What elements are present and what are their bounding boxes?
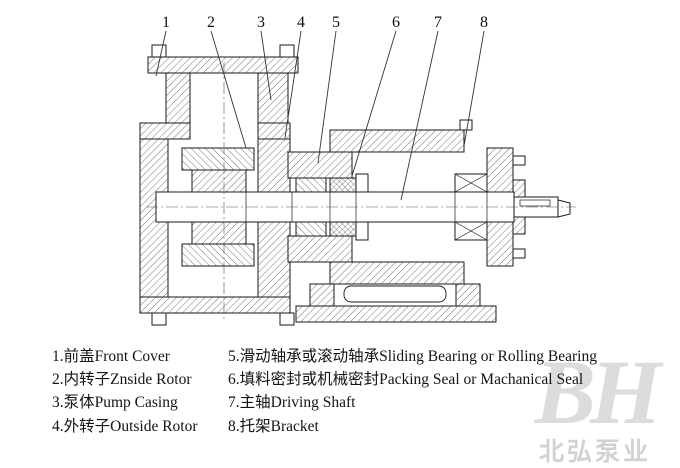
callout-3: 3 [257, 14, 265, 31]
legend-item-7: 7.主轴Driving Shaft [228, 394, 356, 412]
rolling-bearing [454, 173, 488, 241]
front-cover-section [147, 44, 299, 124]
watermark-logo: BH [534, 340, 662, 443]
legend-item-8: 8.托架Bracket [228, 417, 319, 435]
sliding-bearing [295, 177, 327, 237]
callout-numbers: 1 2 3 4 5 6 7 8 [162, 14, 488, 31]
callout-7: 7 [434, 14, 442, 31]
callout-8: 8 [480, 14, 488, 31]
inner-rotor [191, 169, 247, 245]
legend-item-2: 2.内转子Znside Rotor [52, 371, 192, 389]
centerlines [146, 62, 576, 322]
legend-item-4: 4.外转子Outside Rotor [52, 417, 198, 435]
legend-item-3: 3.泵体Pump Casing [52, 394, 178, 412]
legend-item-6: 6.填料密封或机械密封Packing Seal or Machanical Se… [228, 371, 584, 389]
callout-6: 6 [392, 14, 400, 31]
legend-item-5: 5.滑动轴承或滚动轴承Sliding Bearing or Rolling Be… [228, 348, 597, 365]
callout-2: 2 [207, 14, 215, 31]
outer-rotor [181, 147, 255, 267]
pump-drawing [139, 44, 576, 326]
seal-housing-section [287, 151, 353, 263]
legend-column-left: 1.前盖Front Cover 2.内转子Znside Rotor 3.泵体Pu… [52, 345, 198, 438]
watermark: BH 北弘泵业 [520, 340, 670, 468]
bracket-base [295, 283, 497, 323]
watermark-text: 北弘泵业 [538, 439, 651, 466]
legend-column-right: 5.滑动轴承或滚动轴承Sliding Bearing or Rolling Be… [228, 345, 597, 438]
callout-4: 4 [297, 14, 305, 31]
callout-1: 1 [162, 14, 170, 31]
leader-lines [155, 30, 485, 201]
legend-item-1: 1.前盖Front Cover [52, 348, 170, 365]
callout-5: 5 [332, 14, 340, 31]
packing-seal [329, 173, 369, 241]
